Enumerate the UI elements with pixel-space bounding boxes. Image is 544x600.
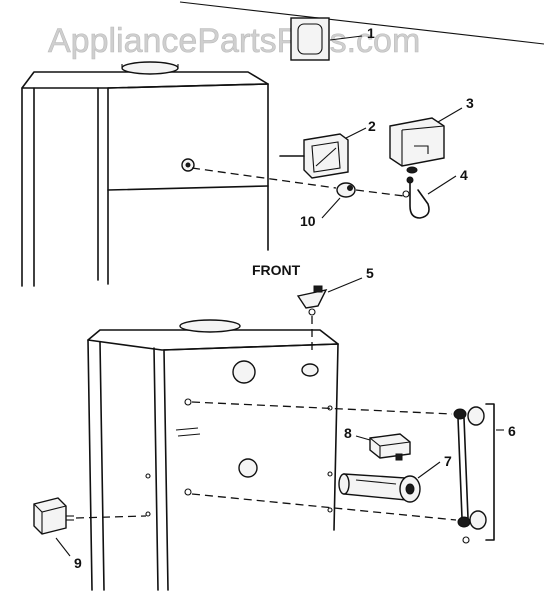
callout-5: 5 xyxy=(366,265,374,281)
callout-2: 2 xyxy=(368,118,376,134)
part-8-block xyxy=(369,433,411,461)
leader-7 xyxy=(417,461,441,479)
part-5-funnel xyxy=(296,285,328,352)
part-4-hook-bracket xyxy=(402,176,430,219)
upper-cabinet xyxy=(21,61,269,287)
part-2-control-box xyxy=(279,133,349,179)
callout-8: 8 xyxy=(344,425,352,441)
part-3-relay-box xyxy=(389,117,445,174)
callout-6: 6 xyxy=(508,423,516,439)
upper-dash-line-b xyxy=(355,189,405,197)
front-label: FRONT xyxy=(252,262,301,278)
part-7-cylinder xyxy=(338,473,421,503)
part-6-rod-assembly xyxy=(453,403,495,544)
callout-4: 4 xyxy=(460,167,468,183)
leader-5 xyxy=(327,277,363,293)
lower-cabinet xyxy=(87,319,339,591)
part-1-small-box xyxy=(290,17,330,61)
callout-10: 10 xyxy=(300,213,316,229)
part-10-fitting xyxy=(336,182,356,198)
leader-10 xyxy=(321,197,341,219)
leader-3 xyxy=(437,107,463,123)
callout-3: 3 xyxy=(466,95,474,111)
lower-dash-line-top xyxy=(191,401,453,415)
leader-8 xyxy=(355,435,371,441)
part-9-transformer xyxy=(33,497,147,535)
leader-4 xyxy=(427,175,457,195)
upper-dash-line-a xyxy=(191,167,337,189)
leader-9 xyxy=(55,537,71,557)
leader-2 xyxy=(345,127,367,139)
callout-9: 9 xyxy=(74,555,82,571)
lower-dash-line-bottom xyxy=(191,493,457,521)
watermark-text: AppliancePartsPros.com xyxy=(48,22,420,60)
callout-7: 7 xyxy=(444,453,452,469)
leader-1 xyxy=(329,35,363,41)
top-hairline xyxy=(179,1,544,45)
callout-1: 1 xyxy=(367,25,375,41)
